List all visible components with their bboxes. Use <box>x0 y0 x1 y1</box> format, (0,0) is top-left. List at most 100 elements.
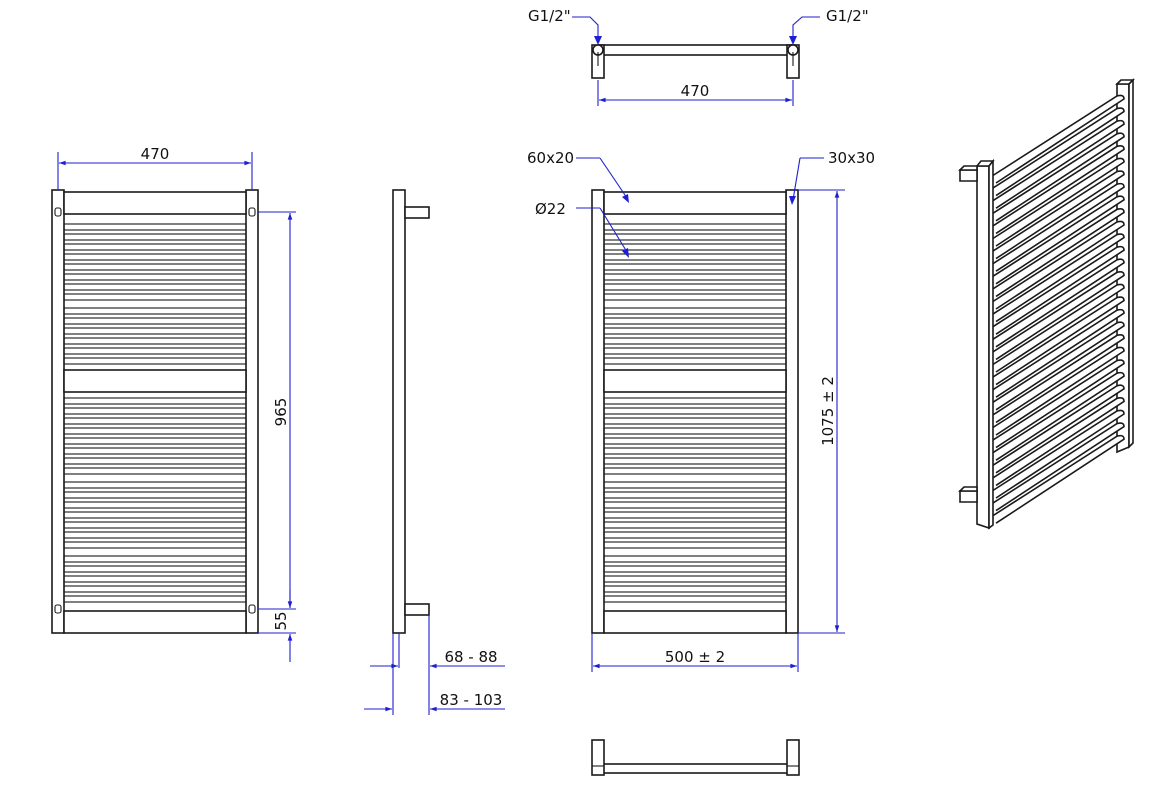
iso-rail <box>988 119 1125 209</box>
front-connection-marks <box>54 207 256 614</box>
round-rail <box>603 531 787 539</box>
round-rail <box>603 337 787 345</box>
tube-size-label: 60x20 <box>527 149 574 167</box>
iso-rail <box>988 397 1125 487</box>
round-rail <box>603 555 787 563</box>
round-rail <box>63 417 247 425</box>
iso-rail <box>988 195 1125 285</box>
round-rail <box>603 501 787 509</box>
round-rail <box>63 253 247 261</box>
iso-front-post <box>976 165 990 530</box>
top-bar <box>597 44 795 56</box>
iso-rail <box>988 145 1125 235</box>
iso-bars <box>988 94 1125 524</box>
round-rail <box>603 347 787 355</box>
round-rail <box>603 357 787 365</box>
front-width-label: 470 <box>141 145 170 163</box>
round-rail <box>63 263 247 271</box>
round-rail <box>603 565 787 573</box>
round-rail <box>63 585 247 593</box>
rear-view: 60x20 Ø22 30x30 1075 ± 2 500 ± 2 <box>527 149 875 672</box>
flat-rail <box>63 191 247 215</box>
iso-bottom-bracket <box>959 490 978 503</box>
round-rail <box>603 511 787 519</box>
round-rail <box>603 541 787 549</box>
depth-long-label: 83 - 103 <box>440 691 503 709</box>
round-rail <box>603 437 787 445</box>
round-rail <box>63 447 247 455</box>
iso-rail <box>988 233 1125 323</box>
round-rail <box>63 357 247 365</box>
round-rail <box>63 327 247 335</box>
bottom-left-post <box>591 739 605 776</box>
top-view: G1/2" G1/2" 470 <box>528 7 869 106</box>
round-rail <box>63 273 247 281</box>
flat-rail <box>603 610 787 634</box>
iso-rail <box>988 132 1125 222</box>
round-rail <box>63 491 247 499</box>
round-rail <box>603 417 787 425</box>
iso-rail <box>988 409 1125 499</box>
rear-left-post <box>591 189 605 634</box>
flat-rail <box>63 369 247 393</box>
round-rail <box>63 575 247 583</box>
tube-diameter-label: Ø22 <box>535 200 566 218</box>
round-rail <box>63 307 247 315</box>
round-rail <box>603 233 787 241</box>
iso-rail <box>988 283 1125 373</box>
side-view: 68 - 88 83 - 103 <box>364 189 505 715</box>
round-rail <box>63 347 247 355</box>
bottom-bar <box>597 763 795 774</box>
iso-rail <box>988 296 1125 386</box>
isometric-view <box>958 78 1135 530</box>
iso-rail <box>988 170 1125 260</box>
iso-rail <box>988 208 1125 298</box>
round-rail <box>603 307 787 315</box>
flat-rail <box>603 191 787 215</box>
round-rail <box>603 585 787 593</box>
iso-rail <box>988 434 1125 524</box>
round-rail <box>603 427 787 435</box>
iso-rail <box>988 258 1125 348</box>
round-rail <box>603 457 787 465</box>
iso-rail <box>988 422 1125 512</box>
bottom-view <box>591 739 800 776</box>
conn-left-label: G1/2" <box>528 7 571 25</box>
iso-rail <box>988 107 1125 197</box>
front-height-label: 965 <box>272 398 290 427</box>
round-rail <box>63 293 247 301</box>
round-rail <box>63 511 247 519</box>
round-rail <box>63 565 247 573</box>
bottom-right-post <box>786 739 800 776</box>
round-rail <box>603 467 787 475</box>
round-rail <box>63 243 247 251</box>
round-rail <box>63 233 247 241</box>
round-rail <box>63 407 247 415</box>
round-rail <box>603 253 787 261</box>
round-rail <box>603 481 787 489</box>
round-rail <box>63 481 247 489</box>
round-rail <box>603 521 787 529</box>
iso-rail <box>988 384 1125 474</box>
side-post <box>392 189 406 634</box>
round-rail <box>603 397 787 405</box>
iso-rail <box>988 334 1125 424</box>
round-rail <box>63 437 247 445</box>
iso-rail <box>988 271 1125 361</box>
round-rail <box>603 575 787 583</box>
front-left-post <box>51 189 65 634</box>
side-bottom-connector <box>404 603 430 616</box>
rear-right-post <box>785 189 799 634</box>
iso-rail <box>988 321 1125 411</box>
round-rail <box>63 457 247 465</box>
front-offset-label: 55 <box>272 611 290 630</box>
round-rail <box>603 243 787 251</box>
round-rail <box>63 501 247 509</box>
round-rail <box>63 223 247 231</box>
round-rail <box>603 263 787 271</box>
flat-rail <box>603 369 787 393</box>
round-rail <box>603 447 787 455</box>
round-rail <box>63 467 247 475</box>
